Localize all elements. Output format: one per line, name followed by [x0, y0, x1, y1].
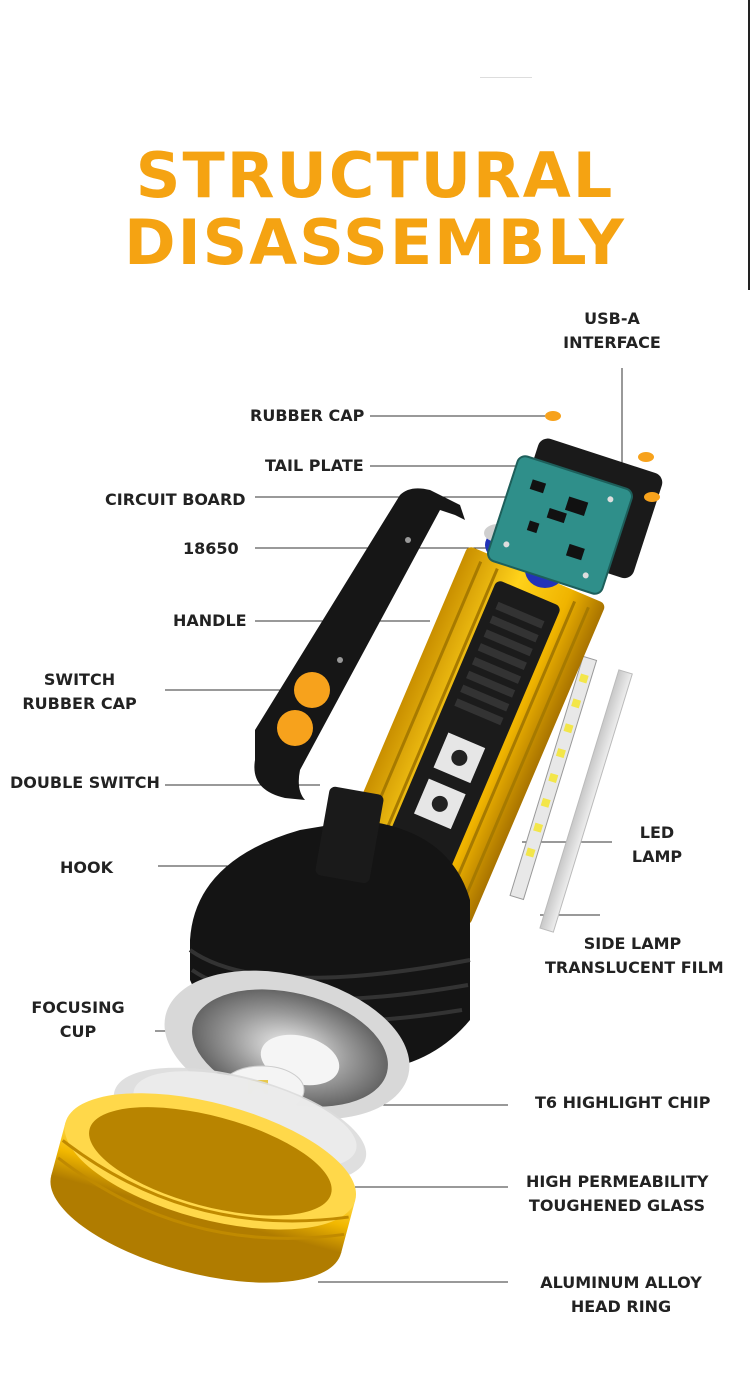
head-ring — [50, 1093, 357, 1283]
circuit-board — [487, 455, 633, 595]
rubber-caps — [545, 411, 660, 502]
label-18650: 18650 — [183, 539, 239, 558]
label-t6-chip: T6 HIGHLIGHT CHIP — [535, 1093, 711, 1112]
label-circuit-board: CIRCUIT BOARD — [105, 490, 246, 509]
title-line-2: DISASSEMBLY — [124, 206, 626, 279]
side-film — [539, 669, 633, 933]
right-edge-line — [748, 0, 750, 290]
label-double-switch: DOUBLE SWITCH — [10, 773, 160, 792]
top-hairline — [480, 77, 532, 78]
title-line-1: STRUCTURAL — [135, 139, 615, 212]
label-hook: HOOK — [60, 858, 113, 877]
label-handle: HANDLE — [173, 611, 247, 630]
handle — [254, 488, 465, 800]
label-tail-plate: TAIL PLATE — [265, 456, 364, 475]
label-rubber-cap: RUBBER CAP — [250, 406, 365, 425]
led-strip — [509, 655, 598, 901]
